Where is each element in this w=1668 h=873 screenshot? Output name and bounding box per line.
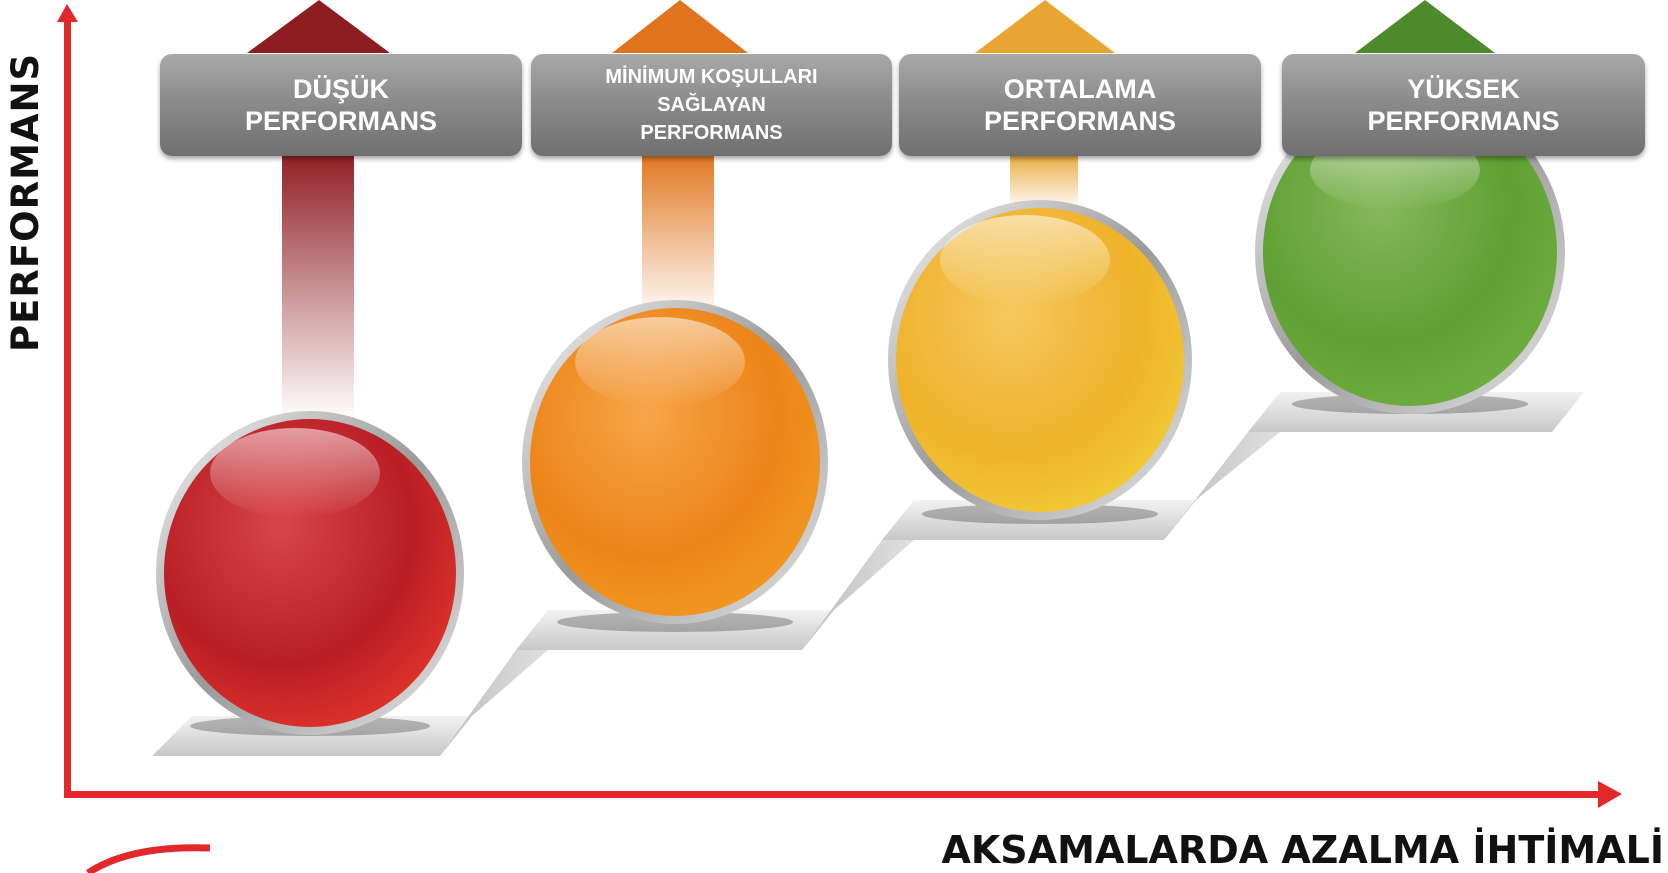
sphere-2	[522, 300, 828, 632]
y-axis-title: PERFORMANS	[4, 52, 47, 352]
label-line: PERFORMANS	[640, 122, 783, 144]
x-axis-title: AKSAMALARDA AZALMA İHTİMALİ	[941, 828, 1664, 872]
y-axis	[57, 4, 78, 798]
label-average-performance: ORTALAMA PERFORMANS	[899, 54, 1261, 156]
arrow-3	[975, 0, 1115, 210]
arrow-1	[247, 0, 390, 420]
arrow-2	[612, 0, 748, 320]
label-minimum-performance: MİNİMUM KOŞULLARI SAĞLAYAN PERFORMANS	[531, 54, 892, 156]
label-line: YÜKSEK	[1407, 73, 1520, 104]
label-line: PERFORMANS	[983, 106, 1176, 136]
label-line: MİNİMUM KOŞULLARI	[605, 66, 818, 88]
label-line: ORTALAMA	[1003, 73, 1157, 104]
sphere-3	[888, 200, 1192, 524]
label-line: DÜŞÜK	[292, 73, 389, 104]
label-high-performance: YÜKSEK PERFORMANS	[1282, 54, 1645, 156]
label-line: PERFORMANS	[1367, 106, 1560, 136]
label-line: SAĞLAYAN	[657, 94, 766, 116]
sphere-4	[1255, 90, 1565, 414]
sphere-1	[156, 411, 464, 736]
arrow-4	[1355, 0, 1495, 53]
label-low-performance: DÜŞÜK PERFORMANS	[160, 54, 522, 156]
logo-arc	[86, 844, 211, 873]
label-line: PERFORMANS	[244, 106, 437, 136]
x-axis	[64, 781, 1622, 808]
